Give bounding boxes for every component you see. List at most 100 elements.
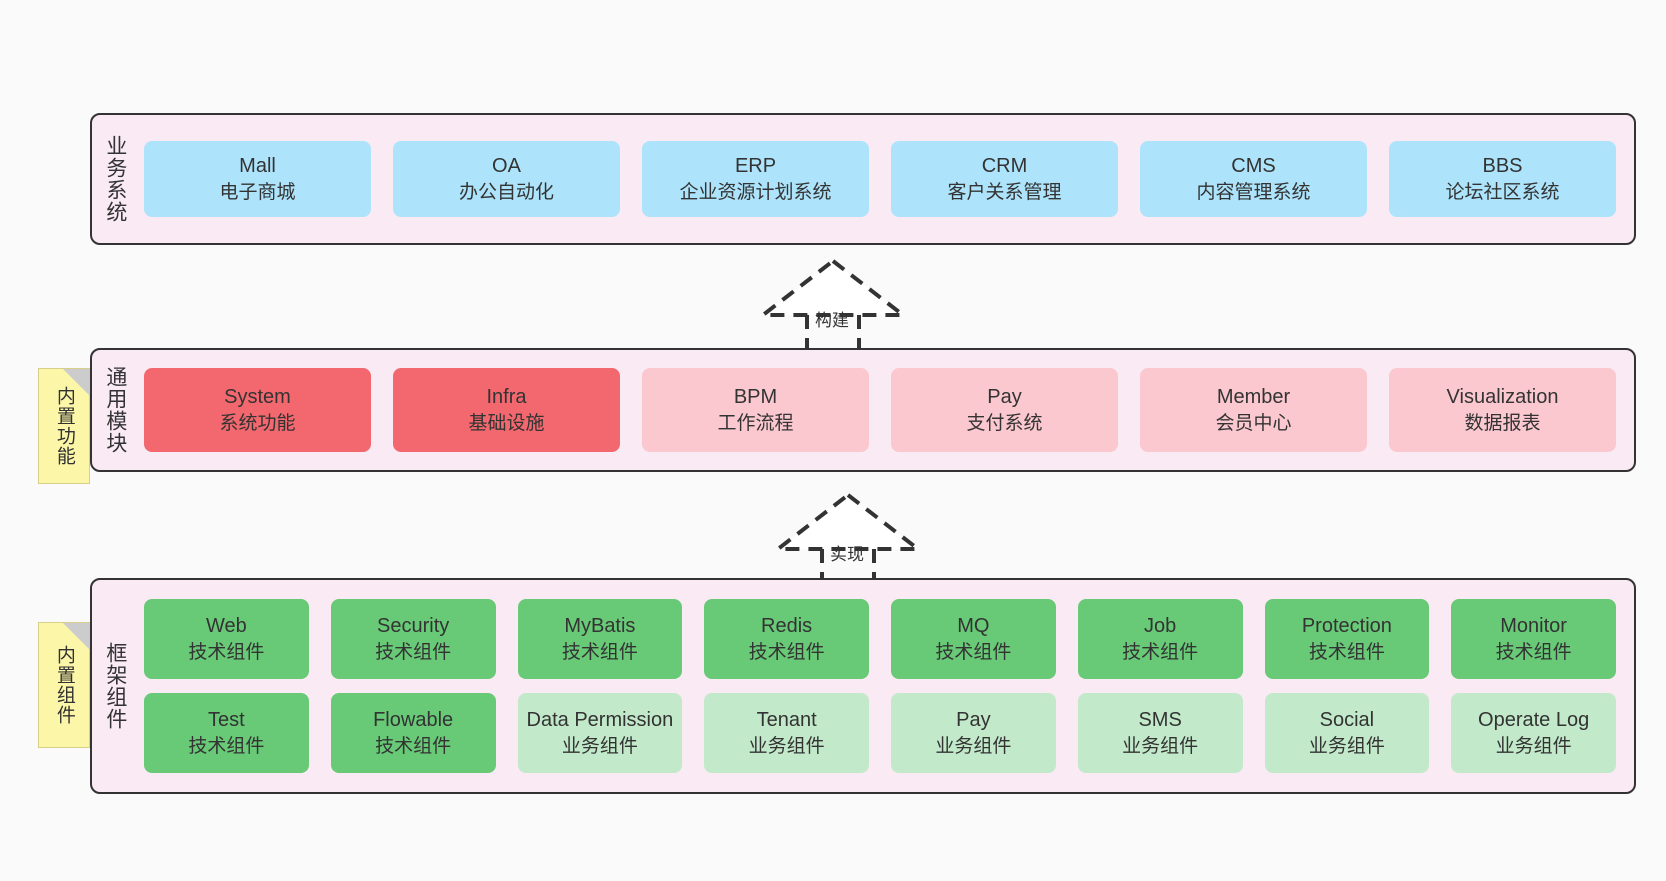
card-subtitle: 企业资源计划系统 <box>679 181 832 203</box>
built-in-components-tab[interactable]: 内置组件 <box>38 622 90 748</box>
card-subtitle: 电子商城 <box>219 181 296 203</box>
build-arrow-icon <box>757 258 909 348</box>
card-member[interactable]: Member 会员中心 <box>1140 368 1367 452</box>
card-test[interactable]: Test 技术组件 <box>144 693 309 773</box>
card-social[interactable]: Social 业务组件 <box>1264 693 1430 773</box>
card-infra[interactable]: Infra 基础设施 <box>393 368 620 452</box>
card-mybatis[interactable]: MyBatis 技术组件 <box>517 599 683 679</box>
card-crm[interactable]: CRM 客户关系管理 <box>891 141 1118 217</box>
card-subtitle: 技术组件 <box>375 641 452 663</box>
card-mq[interactable]: MQ 技术组件 <box>891 599 1056 679</box>
built-in-features-tab-label: 内置功能 <box>53 386 75 466</box>
connector-implement-label: 实现 <box>830 545 864 564</box>
card-oa[interactable]: OA 办公自动化 <box>393 141 620 217</box>
card-subtitle: 系统功能 <box>219 412 296 434</box>
card-title: MQ <box>957 615 990 638</box>
page-fold-icon <box>63 623 89 649</box>
connector-implement: 实现 <box>770 487 930 582</box>
card-title: Operate Log <box>1478 709 1590 732</box>
card-subtitle: 会员中心 <box>1215 412 1292 434</box>
card-title: Social <box>1319 709 1375 732</box>
card-subtitle: 业务组件 <box>935 735 1012 757</box>
card-row: System 系统功能 Infra 基础设施 BPM 工作流程 Pay 支付系统… <box>144 368 1616 452</box>
card-title: CMS <box>1231 155 1276 178</box>
card-subtitle: 办公自动化 <box>458 181 554 203</box>
card-title: ERP <box>734 155 777 178</box>
card-cms[interactable]: CMS 内容管理系统 <box>1140 141 1367 217</box>
card-security[interactable]: Security 技术组件 <box>330 599 496 679</box>
card-title: OA <box>492 155 521 178</box>
layer-business-systems-body: Mall 电子商城 OA 办公自动化 ERP 企业资源计划系统 CRM 客户关系… <box>138 115 1634 243</box>
card-protection[interactable]: Protection 技术组件 <box>1264 599 1430 679</box>
card-title: Security <box>377 615 450 638</box>
card-subtitle: 论坛社区系统 <box>1445 181 1560 203</box>
card-web[interactable]: Web 技术组件 <box>144 599 309 679</box>
built-in-components-tab-label: 内置组件 <box>53 645 75 725</box>
connector-build-label: 构建 <box>815 311 849 330</box>
card-subtitle: 客户关系管理 <box>947 181 1062 203</box>
card-operate-log[interactable]: Operate Log 业务组件 <box>1451 693 1616 773</box>
card-subtitle: 基础设施 <box>468 412 545 434</box>
card-title: Test <box>208 709 245 732</box>
card-title: SMS <box>1138 709 1182 732</box>
card-subtitle: 技术组件 <box>935 641 1012 663</box>
card-title: Mall <box>239 155 276 178</box>
card-title: Visualization <box>1446 386 1559 409</box>
card-title: Protection <box>1301 615 1392 638</box>
card-title: Data Permission <box>526 709 674 732</box>
card-bbs[interactable]: BBS 论坛社区系统 <box>1389 141 1616 217</box>
built-in-features-tab[interactable]: 内置功能 <box>38 368 90 484</box>
card-monitor[interactable]: Monitor 技术组件 <box>1451 599 1616 679</box>
card-sms[interactable]: SMS 业务组件 <box>1077 693 1243 773</box>
card-subtitle: 业务组件 <box>561 735 638 757</box>
layer-business-systems-title: 业务系统 <box>103 135 127 223</box>
card-title: Web <box>205 615 247 638</box>
layer-framework-components-body: Web 技术组件 Security 技术组件 MyBatis 技术组件 Redi… <box>138 580 1634 792</box>
card-title: Infra <box>486 386 527 409</box>
card-subtitle: 支付系统 <box>966 412 1043 434</box>
card-pay-business[interactable]: Pay 业务组件 <box>891 693 1056 773</box>
layer-framework-components-title: 框架组件 <box>103 642 127 730</box>
card-title: BBS <box>1482 155 1523 178</box>
card-bpm[interactable]: BPM 工作流程 <box>642 368 869 452</box>
card-subtitle: 业务组件 <box>748 735 825 757</box>
layer-framework-components: 框架组件 Web 技术组件 Security 技术组件 MyBatis 技术组件… <box>90 578 1636 794</box>
card-erp[interactable]: ERP 企业资源计划系统 <box>642 141 869 217</box>
card-title: Flowable <box>373 709 454 732</box>
card-title: Redis <box>761 615 813 638</box>
card-data-permission[interactable]: Data Permission 业务组件 <box>517 693 683 773</box>
implement-arrow-icon <box>772 492 924 582</box>
card-subtitle: 技术组件 <box>375 735 452 757</box>
card-row: Test 技术组件 Flowable 技术组件 Data Permission … <box>144 693 1616 773</box>
card-flowable[interactable]: Flowable 技术组件 <box>330 693 496 773</box>
card-subtitle: 技术组件 <box>188 735 265 757</box>
page-fold-icon <box>63 369 89 395</box>
card-subtitle: 内容管理系统 <box>1196 181 1311 203</box>
card-subtitle: 数据报表 <box>1464 412 1541 434</box>
card-subtitle: 技术组件 <box>1495 641 1572 663</box>
card-title: Job <box>1144 615 1177 638</box>
card-subtitle: 业务组件 <box>1495 735 1572 757</box>
card-subtitle: 技术组件 <box>748 641 825 663</box>
card-visualization[interactable]: Visualization 数据报表 <box>1389 368 1616 452</box>
card-subtitle: 工作流程 <box>717 412 794 434</box>
card-mall[interactable]: Mall 电子商城 <box>144 141 371 217</box>
card-title: MyBatis <box>564 615 636 638</box>
card-title: Pay <box>987 386 1022 409</box>
card-pay[interactable]: Pay 支付系统 <box>891 368 1118 452</box>
card-subtitle: 技术组件 <box>188 641 265 663</box>
card-title: Monitor <box>1500 615 1567 638</box>
card-redis[interactable]: Redis 技术组件 <box>704 599 869 679</box>
card-tenant[interactable]: Tenant 业务组件 <box>704 693 869 773</box>
card-subtitle: 技术组件 <box>561 641 638 663</box>
card-job[interactable]: Job 技术组件 <box>1077 599 1243 679</box>
card-title: Pay <box>956 709 991 732</box>
card-system[interactable]: System 系统功能 <box>144 368 371 452</box>
layer-common-modules-body: System 系统功能 Infra 基础设施 BPM 工作流程 Pay 支付系统… <box>138 350 1634 470</box>
card-subtitle: 技术组件 <box>1308 641 1385 663</box>
card-subtitle: 业务组件 <box>1122 735 1199 757</box>
card-row: Mall 电子商城 OA 办公自动化 ERP 企业资源计划系统 CRM 客户关系… <box>144 141 1616 217</box>
card-row: Web 技术组件 Security 技术组件 MyBatis 技术组件 Redi… <box>144 599 1616 679</box>
card-title: CRM <box>981 155 1028 178</box>
